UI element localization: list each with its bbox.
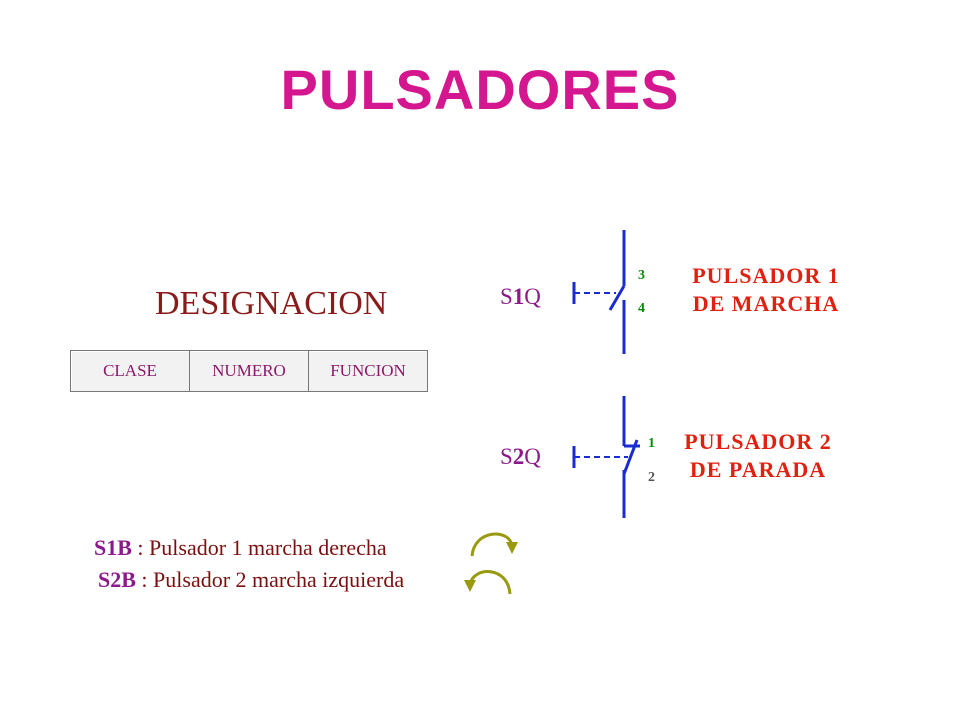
legend-separator: : — [131, 535, 144, 560]
counterclockwise-arrow-arc — [468, 570, 512, 595]
page-title: PULSADORES — [280, 58, 680, 121]
normally-open-switch-symbol — [572, 230, 626, 354]
legend-text: Pulsador 2 marcha izquierda — [147, 567, 405, 592]
legend-code: S1B — [94, 535, 132, 560]
s2q-contact-blade — [622, 439, 639, 475]
normally-closed-switch-symbol — [572, 396, 640, 518]
s2q-code-number: 2 — [512, 444, 525, 469]
counterclockwise-arrow-head — [464, 580, 476, 592]
s2q-pin-bottom: 2 — [648, 470, 655, 485]
s1q-label-line1: PULSADOR 1 — [692, 263, 840, 288]
s2q-label-line2: DE PARADA — [689, 457, 827, 482]
designation-column-numero: NUMERO — [190, 351, 309, 391]
s2q-code-prefix: S — [500, 444, 513, 469]
legend-item-s1b: S1B : Pulsador 1 marcha derecha — [94, 534, 387, 562]
s1q-code-number: 1 — [512, 284, 525, 309]
s2q-pin-top: 1 — [648, 436, 655, 451]
designation-column-funcion: FUNCION — [330, 361, 406, 380]
s1q-code-suffix: Q — [524, 284, 541, 309]
s1q-code: S1Q — [500, 283, 541, 311]
s2q-label: PULSADOR 2 DE PARADA — [668, 428, 848, 484]
designation-table: CLASE NUMERO FUNCION — [70, 350, 428, 392]
s2q-label-line1: PULSADOR 2 — [684, 429, 832, 454]
counterclockwise-arrow-icon — [464, 570, 512, 595]
legend-text: Pulsador 1 marcha derecha — [143, 535, 387, 560]
legend-code: S2B — [98, 567, 136, 592]
legend-separator: : — [135, 567, 148, 592]
s1q-contact-blade — [608, 285, 626, 311]
clockwise-arrow-arc — [470, 532, 514, 557]
clockwise-arrow-icon — [470, 532, 518, 557]
s2q-code: S2Q — [500, 443, 541, 471]
s2q-code-suffix: Q — [524, 444, 541, 469]
legend-item-s2b: S2B : Pulsador 2 marcha izquierda — [98, 566, 404, 594]
s1q-pin-bottom: 4 — [638, 301, 645, 316]
designation-column-clase: CLASE — [71, 351, 190, 391]
designation-heading: DESIGNACION — [155, 285, 388, 322]
clockwise-arrow-head — [506, 542, 518, 554]
s1q-pin-top: 3 — [638, 268, 645, 283]
s1q-label-line2: DE MARCHA — [692, 291, 840, 316]
s1q-label: PULSADOR 1 DE MARCHA — [676, 262, 856, 318]
s1q-code-prefix: S — [500, 284, 513, 309]
